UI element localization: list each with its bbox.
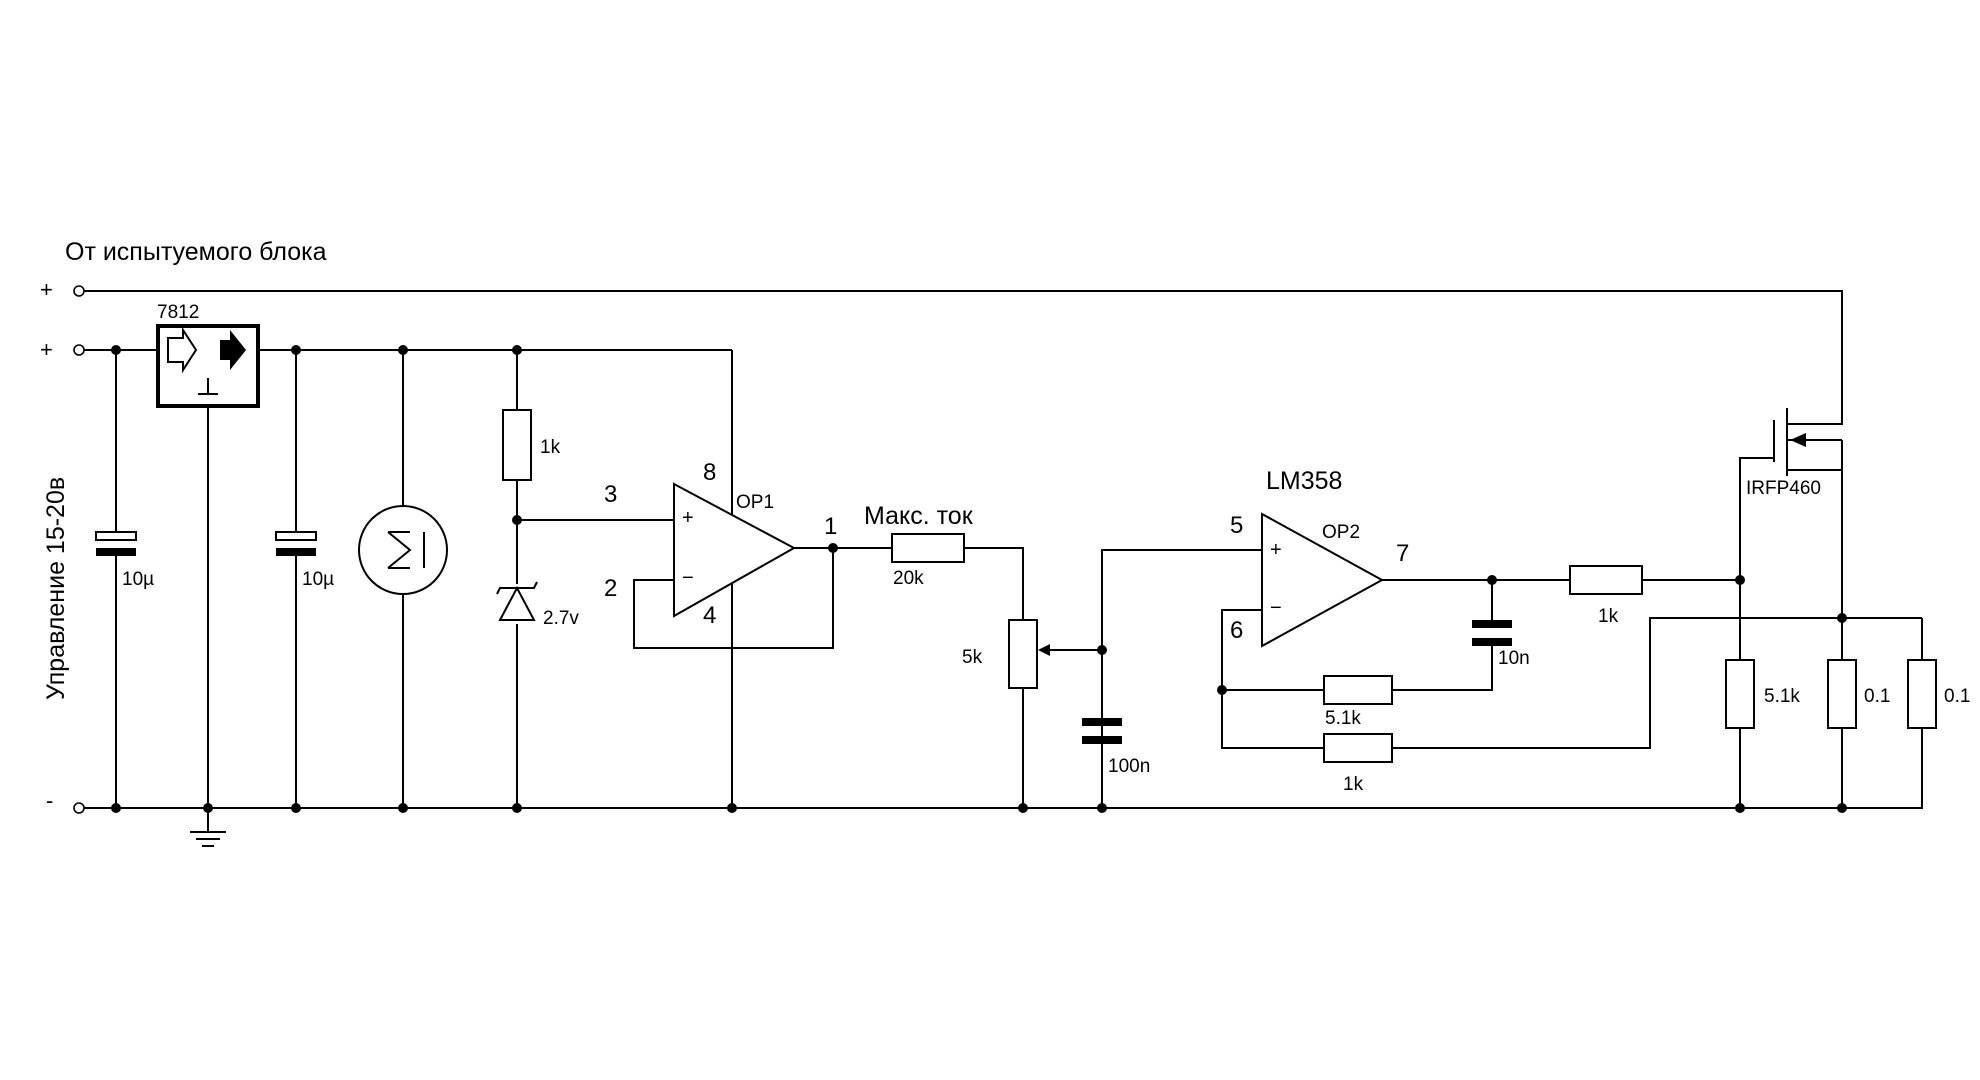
- opamp-op1: + −: [673, 482, 797, 618]
- motor-icon: [358, 505, 448, 595]
- capacitor-c3-label: 100n: [1108, 756, 1150, 777]
- op1-plus-symbol: +: [682, 507, 694, 529]
- resistor-fb-1k: [1323, 733, 1393, 763]
- regulator-label: 7812: [157, 302, 199, 323]
- resistor-fb-5k1-label: 5.1k: [1325, 708, 1361, 729]
- op1-minus-symbol: −: [682, 567, 694, 589]
- wires: [84, 290, 1923, 832]
- resistor-shunt-1: [1827, 659, 1857, 729]
- resistor-gate-label: 1k: [1598, 606, 1619, 627]
- capacitor-c2: [275, 531, 317, 556]
- resistor-shunt-2-label: 0.1: [1944, 686, 1970, 707]
- ground-icon: [190, 831, 226, 847]
- potentiometer[interactable]: [1008, 619, 1050, 689]
- op1-name: OP1: [736, 492, 774, 513]
- resistor-shunt-2: [1907, 659, 1937, 729]
- resistor-divider: [502, 409, 532, 481]
- terminal-plus-mid-label: +: [40, 337, 53, 362]
- terminal-plus-top-label: +: [40, 277, 53, 302]
- capacitor-c2-label: 10µ: [302, 569, 334, 590]
- regulator-output-arrow-icon: [220, 330, 246, 370]
- terminal-plus-mid: [73, 344, 85, 356]
- voltage-regulator: [156, 324, 260, 408]
- op1-pin-plus: 3: [604, 481, 617, 508]
- mosfet-icon: [1773, 408, 1843, 476]
- terminal-minus-label: -: [46, 788, 53, 813]
- op2-plus-symbol: +: [1270, 539, 1282, 561]
- resistor-shunt-1-label: 0.1: [1864, 686, 1890, 707]
- capacitor-c1: [95, 531, 137, 556]
- max-current-label: Макс. ток: [864, 502, 974, 530]
- capacitor-c4: [1472, 620, 1512, 646]
- resistor-20k-label: 20k: [893, 568, 924, 589]
- op2-pin-plus: 5: [1230, 512, 1243, 539]
- op2-name: OP2: [1322, 522, 1360, 543]
- op2-part-label: LM358: [1266, 467, 1342, 495]
- resistor-gate: [1569, 565, 1643, 595]
- capacitor-c1-label: 10µ: [122, 569, 154, 590]
- resistor-divider-label: 1k: [540, 437, 561, 458]
- terminal-minus: [73, 802, 85, 814]
- mosfet-label: IRFP460: [1746, 478, 1821, 499]
- terminal-plus-top: [73, 285, 85, 297]
- resistor-fb-5k1: [1323, 675, 1393, 705]
- op1-pin-gnd: 4: [703, 602, 716, 629]
- zener-label: 2.7v: [543, 608, 579, 629]
- resistor-gate-pulldown: [1725, 659, 1755, 729]
- capacitor-c4-label: 10n: [1498, 648, 1530, 669]
- op1-pin-out: 1: [824, 513, 837, 540]
- resistor-20k: [891, 533, 965, 563]
- side-label: Управление 15-20в: [42, 477, 70, 700]
- resistor-fb-1k-label: 1k: [1343, 774, 1364, 795]
- header-title: От испытуемого блока: [65, 238, 327, 266]
- zener-diode-icon: [496, 581, 538, 621]
- capacitor-c3: [1082, 718, 1122, 744]
- resistor-gate-pulldown-label: 5.1k: [1764, 686, 1800, 707]
- op1-pin-minus: 2: [604, 575, 617, 602]
- regulator-input-arrow-icon: [167, 326, 198, 374]
- op1-pin-vcc: 8: [703, 459, 716, 486]
- potentiometer-label: 5k: [962, 647, 983, 668]
- potentiometer-wiper-icon: [1038, 644, 1050, 656]
- op2-minus-symbol: −: [1270, 597, 1282, 619]
- opamp-op2: + −: [1261, 512, 1385, 648]
- op2-pin-minus: 6: [1230, 617, 1243, 644]
- op2-pin-out: 7: [1396, 540, 1409, 567]
